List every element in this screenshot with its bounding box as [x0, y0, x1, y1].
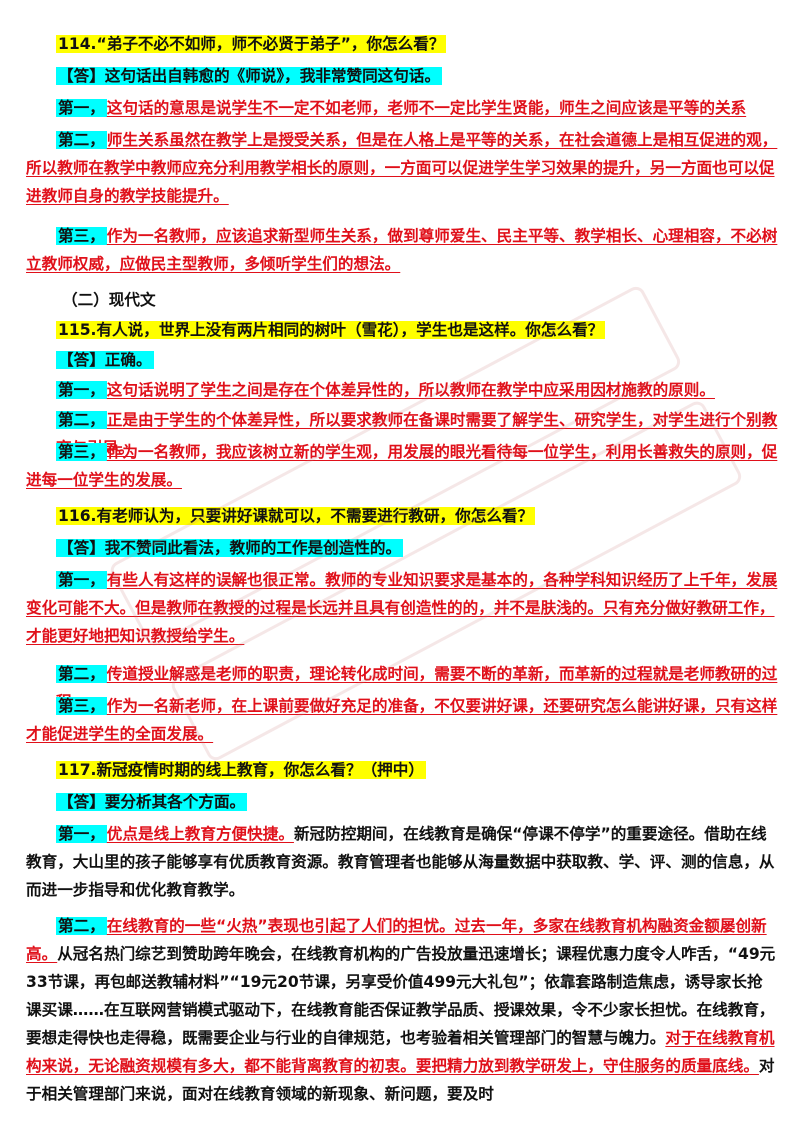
q114-answer: 【答】这句话出自韩愈的《师说》，我非常赞同这句话。 [56, 62, 778, 90]
q117-answer: 【答】要分析其各个方面。 [56, 793, 248, 811]
q114-answer-text: 【答】这句话出自韩愈的《师说》，我非常赞同这句话。 [56, 67, 443, 85]
q114-question: 114.“弟子不必不如师，师不必贤于弟子”，你怎么看？ [56, 30, 778, 58]
q116-question: 116.有老师认为，只要讲好课就可以，不需要进行教研，你怎么看？ [56, 507, 536, 525]
q114-point-1: 第一，这句话的意思是说学生不一定不如老师，老师不一定比学生贤能，师生之间应该是平… [56, 99, 747, 117]
q117-point-2: 第二，在线教育的一些“火热”表现也引起了人们的担忧。过去一年，多家在线教育机构融… [26, 917, 776, 1103]
q116-point-3: 第三，作为一名新老师，在上课前要做好充足的准备，不仅要讲好课，还要研究怎么能讲好… [26, 697, 778, 743]
q115-question: 115.有人说，世界上没有两片相同的树叶（雪花），学生也是这样。你怎么看？ [56, 321, 606, 339]
q116-answer: 【答】我不赞同此看法，教师的工作是创造性的。 [56, 539, 404, 557]
q115-point-1: 第一，这句话说明了学生之间是存在个体差异性的，所以教师在教学中应采用因材施教的原… [56, 381, 715, 399]
q114-point-2: 第二，师生关系虽然在教学上是授受关系，但是在人格上是平等的关系，在社会道德上是相… [26, 131, 778, 205]
q114-point-3: 第三，作为一名教师，应该追求新型师生关系，做到尊师爱生、民主平等、教学相长、心理… [26, 227, 778, 273]
q117-question: 117.新冠疫情时期的线上教育，你怎么看？（押中） [56, 761, 426, 779]
q116-point-1: 第一，有些人有这样的误解也很正常。教师的专业知识要求是基本的，各种学科知识经历了… [26, 571, 778, 645]
q117-point-1: 第一，优点是线上教育方便快捷。新冠防控期间，在线教育是确保“停课不停学”的重要途… [26, 825, 775, 899]
q114-question-text: 114.“弟子不必不如师，师不必贤于弟子”，你怎么看？ [56, 35, 447, 53]
q115-answer: 【答】正确。 [56, 351, 154, 369]
q115-point-3: 第三，作为一名教师，我应该树立新的学生观，用发展的眼光看待每一位学生，利用长善救… [26, 443, 778, 489]
section-heading: （二）现代文 [62, 291, 156, 309]
